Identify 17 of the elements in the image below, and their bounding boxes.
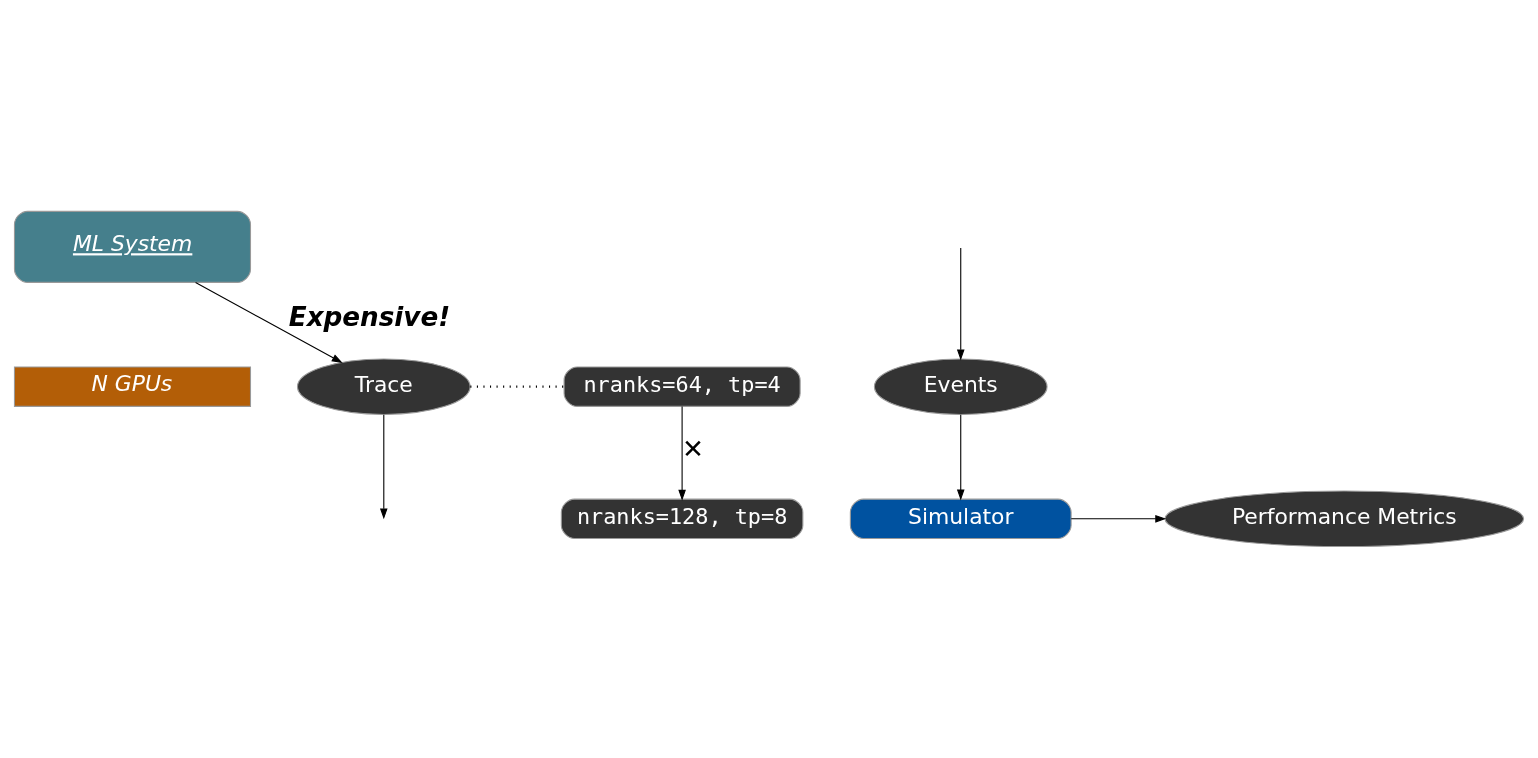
node-box: ML System [13, 210, 252, 283]
edge-label: Expensive! [288, 302, 451, 333]
node-box: nranks=64, tp=4 [563, 366, 801, 407]
node-ellipse: Performance Metrics [1164, 490, 1525, 548]
arrow [956, 247, 965, 361]
node-ellipse: Trace [296, 358, 471, 415]
node-box: Simulator [849, 498, 1072, 540]
arrow [379, 414, 388, 520]
arrow [195, 282, 343, 364]
arrow [956, 414, 965, 501]
connector [470, 385, 564, 388]
node-ellipse: Events [873, 358, 1048, 415]
node-box: N GPUs [13, 366, 252, 407]
arrow [1070, 515, 1167, 523]
edge-label: ✕ [682, 434, 705, 465]
node-box: nranks=128, tp=8 [560, 498, 804, 540]
arrow [678, 405, 686, 501]
